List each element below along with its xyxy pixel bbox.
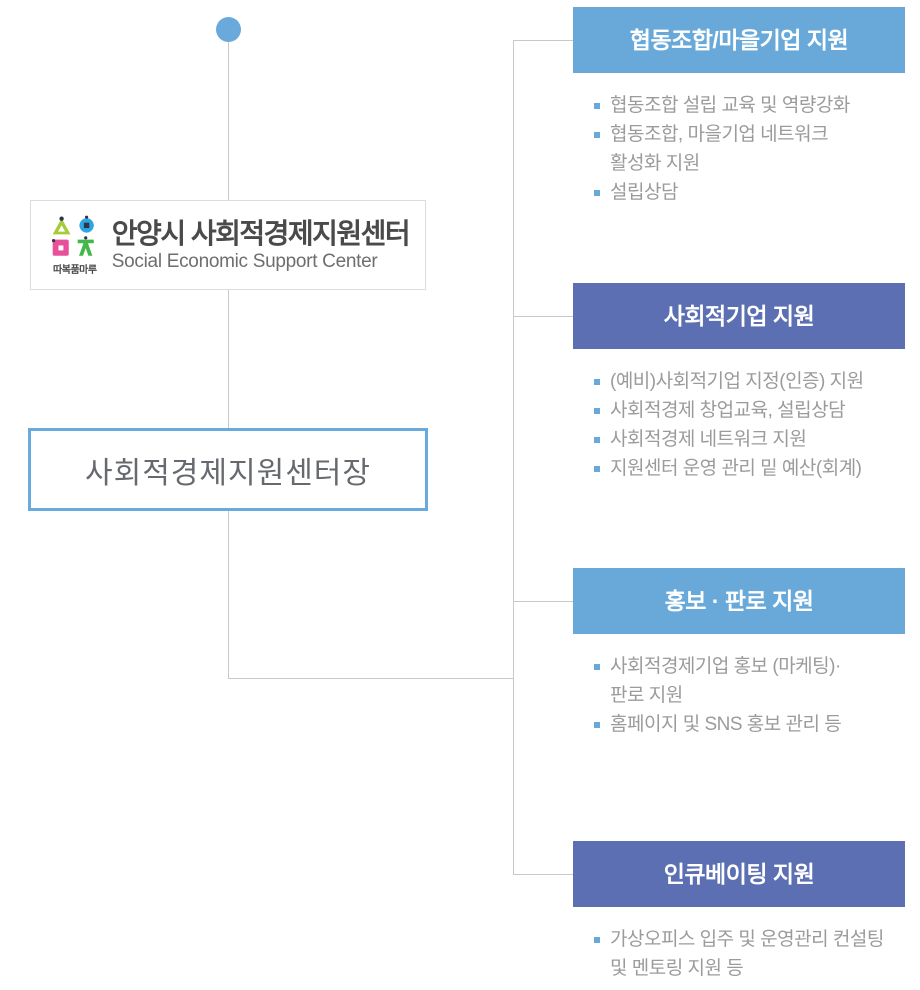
section-list-item: 설립상담 <box>594 178 905 207</box>
org-logo-icon-column: 따복품마루 <box>47 215 103 276</box>
item-text: 설립상담 <box>610 182 678 203</box>
org-logo-brand-text: 따복품마루 <box>53 264 97 276</box>
org-logo-text-column: 안양시 사회적경제지원센터 Social Economic Support Ce… <box>111 217 411 273</box>
item-text: 사회적경제 네트워크 지원 <box>610 429 807 450</box>
item-text: 협동조합 설립 교육 및 역량강화 <box>610 95 850 116</box>
connector-left-branch <box>228 678 514 679</box>
section-header: 협동조합/마을기업 지원 <box>573 7 905 73</box>
section-list-item: (예비)사회적기업 지정(인증) 지원 <box>594 367 905 396</box>
section-header: 사회적기업 지원 <box>573 283 905 349</box>
item-text: 사회적경제기업 홍보 (마케팅)· <box>610 656 841 677</box>
org-logo-box: 따복품마루 안양시 사회적경제지원센터 Social Economic Supp… <box>30 200 426 290</box>
connector-right-trunk <box>513 40 514 875</box>
connector-branch-2 <box>513 316 574 317</box>
section-header: 인큐베이팅 지원 <box>573 841 905 907</box>
section-list-item: 사회적경제 창업교육, 설립상담 <box>594 396 905 425</box>
item-text: (예비)사회적기업 지정(인증) 지원 <box>610 371 864 392</box>
section-list-item: 사회적경제 네트워크 지원 <box>594 425 905 454</box>
org-logo-icon <box>51 215 94 256</box>
director-box: 사회적경제지원센터장 <box>28 428 428 511</box>
item-text: 사회적경제 창업교육, 설립상담 <box>610 400 846 421</box>
item-text-continued: 활성화 지원 <box>610 153 700 174</box>
section-list-item: 지원센터 운영 관리 밑 예산(회계) <box>594 454 905 483</box>
item-text-continued: 및 멘토링 지원 등 <box>610 958 744 979</box>
section-list-item: 사회적경제기업 홍보 (마케팅)· 판로 지원 <box>594 652 905 710</box>
item-text: 협동조합, 마을기업 네트워크 <box>610 124 829 145</box>
item-text-continued: 판로 지원 <box>610 685 683 706</box>
org-logo-title: 안양시 사회적경제지원센터 <box>111 217 411 249</box>
root-node-dot <box>216 17 241 42</box>
item-text: 지원센터 운영 관리 밑 예산(회계) <box>610 458 862 479</box>
org-logo-subtitle: Social Economic Support Center <box>111 250 378 272</box>
connector-branch-3 <box>513 601 574 602</box>
connector-left-trunk <box>228 29 229 678</box>
director-label: 사회적경제지원센터장 <box>85 456 371 490</box>
section-header: 홍보 · 판로 지원 <box>573 568 905 634</box>
section-list-item: 협동조합 설립 교육 및 역량강화 <box>594 91 905 120</box>
item-text: 홈페이지 및 SNS 홍보 관리 등 <box>610 714 842 735</box>
connector-branch-4 <box>513 874 574 875</box>
connector-branch-1 <box>513 40 574 41</box>
section-list-item: 홈페이지 및 SNS 홍보 관리 등 <box>594 710 905 739</box>
item-text: 가상오피스 입주 및 운영관리 컨설팅 <box>610 929 884 950</box>
